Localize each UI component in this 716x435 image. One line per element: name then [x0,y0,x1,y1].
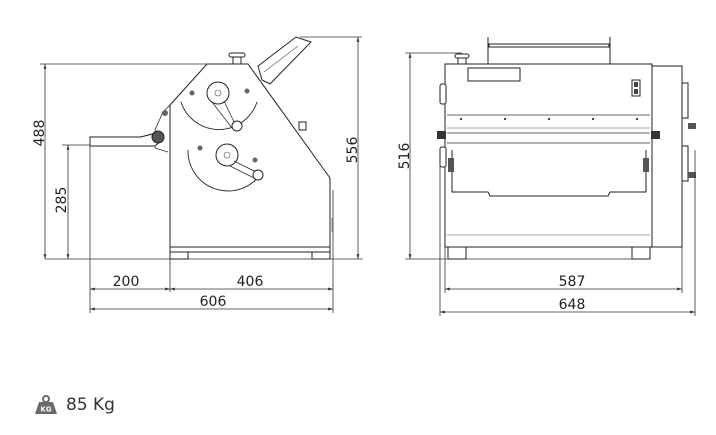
dimension-label-shelf-height: 285 [54,187,70,214]
top-handle-bar [488,43,610,48]
dimension-label-shelf-depth: 200 [113,274,140,290]
roller-icon [151,130,165,144]
foot [631,246,651,260]
dimension-label-body-width: 587 [559,274,586,290]
right-adjust-knob [651,131,660,139]
side-knob-lower [681,145,689,182]
foot [311,251,331,260]
side-view: 488 285 556 200 406 606 [32,36,363,313]
dimension-label-height: 516 [397,143,413,170]
label-plate [467,67,521,82]
lower-tray [451,150,647,197]
side-body [169,63,331,248]
upper-dial [180,81,258,132]
weight-info: KG 85 Kg [34,395,115,415]
dimension-label-max-height: 556 [345,137,361,164]
lower-dial [187,143,264,192]
dimension-label-body-depth: 406 [237,274,264,290]
side-shelf [89,131,163,147]
side-switch [298,121,307,131]
left-adjust-knob [437,131,446,139]
dimension-label-total-depth: 606 [200,294,227,310]
kg-icon-label: KG [40,406,51,414]
side-knob-upper [681,82,689,119]
dimension-label-total-height: 488 [32,120,48,147]
foot [447,246,467,260]
foot [169,251,189,260]
side-motor-box [651,65,683,248]
side-handle [257,36,312,85]
dimension-label-total-width: 648 [559,297,586,313]
power-switch [631,79,641,97]
kg-weight-icon: KG [35,395,57,414]
front-view: 516 587 648 [397,37,696,316]
weight-value: 85 Kg [66,395,115,415]
base-plate [169,246,331,253]
